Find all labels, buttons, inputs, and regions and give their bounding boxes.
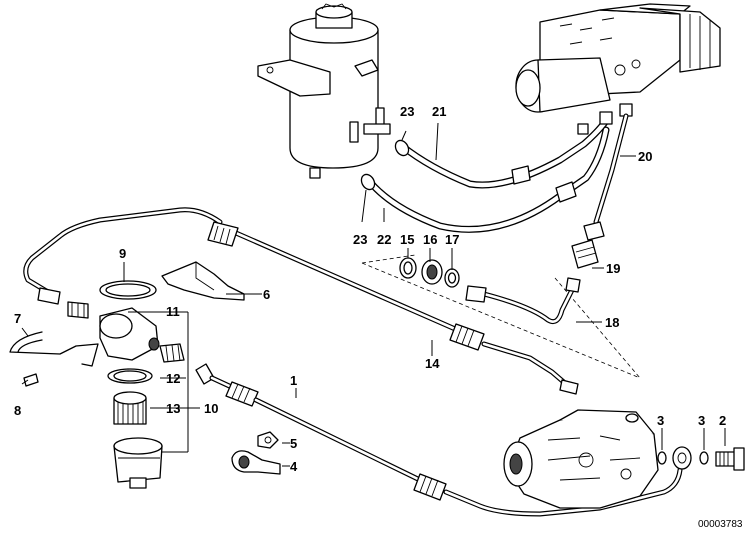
pressure-hose-1 — [195, 363, 683, 517]
label-14: 14 — [425, 356, 440, 371]
filter-housing-11 — [99, 307, 160, 361]
seal-ring-15 — [399, 257, 417, 279]
hydraulic-unit — [515, 3, 721, 113]
label-3-right: 3 — [698, 413, 705, 428]
label-3-left: 3 — [657, 413, 664, 428]
label-16: 16 — [423, 232, 437, 247]
seal-ring-3-right — [699, 451, 709, 465]
hose-clamp-23-lower — [360, 173, 376, 191]
connector-19 — [571, 239, 599, 269]
label-11: 11 — [166, 304, 180, 319]
union-fitting-left — [67, 301, 89, 319]
steering-pump — [503, 409, 659, 509]
fitting-top-2 — [599, 111, 613, 125]
clip-4 — [231, 450, 281, 475]
screw-8 — [23, 373, 39, 387]
filter-element-13 — [113, 391, 147, 425]
fitting-top-1 — [577, 123, 589, 135]
label-7: 7 — [14, 311, 21, 326]
nut-5 — [257, 431, 279, 449]
return-hose-21 — [398, 114, 612, 189]
label-21: 21 — [432, 104, 446, 119]
label-6: 6 — [263, 287, 270, 302]
label-20: 20 — [638, 149, 652, 164]
fitting-top-3 — [619, 103, 633, 117]
pipe-18 — [465, 277, 581, 325]
label-23-lower: 23 — [353, 232, 367, 247]
banjo-bolt-2 — [715, 447, 745, 471]
leader-lines — [21, 122, 726, 467]
supply-hose-22 — [366, 126, 610, 233]
label-10: 10 — [204, 401, 218, 416]
pressure-hose-14 — [207, 221, 579, 395]
label-19: 19 — [606, 261, 620, 276]
label-12: 12 — [166, 371, 180, 386]
label-4: 4 — [290, 459, 298, 474]
filter-cup-10 — [113, 437, 163, 489]
seal-ring-12 — [107, 368, 153, 384]
label-2: 2 — [719, 413, 726, 428]
bracket-6 — [161, 261, 245, 301]
label-23-upper: 23 — [400, 104, 414, 119]
union-fitting-right — [159, 343, 185, 363]
label-22: 22 — [377, 232, 391, 247]
label-13: 13 — [166, 401, 180, 416]
seal-ring-17 — [444, 268, 460, 288]
label-1: 1 — [290, 373, 297, 388]
label-17: 17 — [445, 232, 459, 247]
label-15: 15 — [400, 232, 414, 247]
banjo-fitting — [672, 446, 692, 470]
hose-clamp-23-upper — [394, 139, 410, 157]
pipe-nut-left — [37, 287, 61, 305]
seal-ring-9 — [99, 280, 157, 300]
pipe-upper-left — [23, 207, 223, 295]
pipe-20 — [583, 113, 629, 241]
label-18: 18 — [605, 315, 619, 330]
label-5: 5 — [290, 436, 297, 451]
label-9: 9 — [119, 246, 126, 261]
label-8: 8 — [14, 403, 21, 418]
hose-clamp-7 — [9, 331, 99, 367]
diagram-reference-number: 00003783 — [698, 519, 743, 530]
reservoir — [257, 3, 391, 179]
valve-insert-16 — [421, 259, 443, 285]
seal-ring-3-left — [657, 451, 667, 465]
